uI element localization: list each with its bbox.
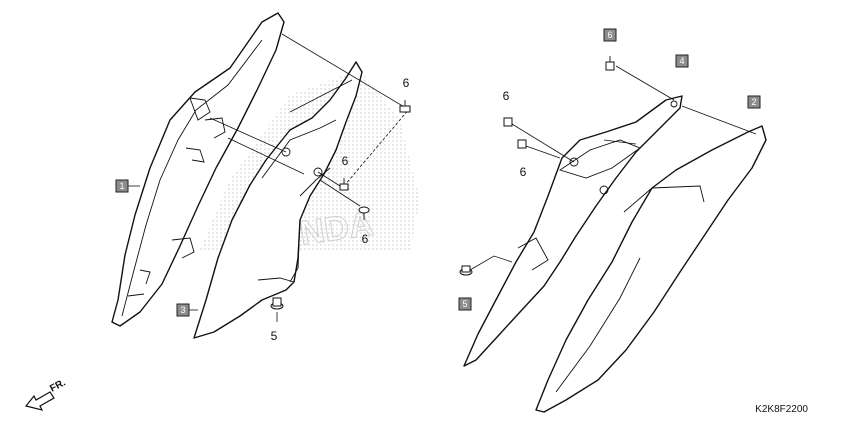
leader-lines <box>124 33 757 322</box>
part-2-side-cover <box>535 125 767 413</box>
screw-6-lower-left <box>358 206 370 220</box>
part-3-inner-cover <box>193 61 363 339</box>
callout-part-6-d: 6 <box>503 89 510 103</box>
callout-part-5-right-text: 5 <box>462 299 467 309</box>
callout-part-3-text: 3 <box>180 305 185 315</box>
callout-part-4: 4 <box>675 54 689 68</box>
callout-part-6-boxed: 6 <box>603 28 617 42</box>
callout-part-1: 1 <box>115 179 129 193</box>
callout-part-1-text: 1 <box>119 181 124 191</box>
bolt-6-upper-left <box>399 100 411 113</box>
bolt-6-top-right <box>605 56 615 71</box>
screw-5-right <box>459 265 473 276</box>
callout-part-6-c: 6 <box>362 232 369 246</box>
callout-part-6-b: 6 <box>342 154 349 168</box>
bolt-6-right-a <box>503 117 513 127</box>
front-direction-indicator: FR. <box>24 377 68 411</box>
part-1-side-cover <box>111 12 285 327</box>
front-arrow-icon <box>24 391 55 411</box>
screw-5-left <box>270 297 284 310</box>
bolt-6-right-b <box>517 139 527 149</box>
bolt-6-middle-left <box>339 178 349 191</box>
callout-part-5-left: 5 <box>271 329 278 343</box>
callout-part-6-e: 6 <box>520 165 527 179</box>
drawing-code: K2K8F2200 <box>755 404 808 415</box>
callout-part-3: 3 <box>176 303 190 317</box>
callout-part-2-text: 2 <box>751 97 756 107</box>
callout-part-6-boxed-text: 6 <box>607 30 612 40</box>
callout-part-5-right: 5 <box>458 297 472 311</box>
part-4-inner-cover <box>463 95 683 367</box>
fasteners <box>270 56 615 310</box>
callout-part-2: 2 <box>747 95 761 109</box>
callout-part-6-a: 6 <box>403 76 410 90</box>
callout-part-4-text: 4 <box>679 56 684 66</box>
front-label: FR. <box>48 377 68 394</box>
